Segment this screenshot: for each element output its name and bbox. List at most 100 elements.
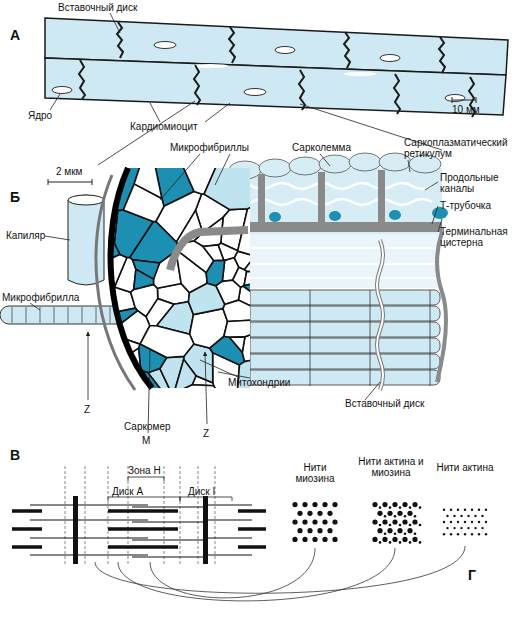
sarcomere-filament [12, 505, 266, 557]
mitochondria-network [134, 269, 154, 289]
filament-cross-section [379, 524, 382, 527]
filament-cross-section [414, 515, 417, 518]
mitochondria-network [223, 300, 255, 321]
sarcomere-filament [108, 527, 178, 531]
part-label: Кардиомиоцит [130, 121, 198, 132]
filament-cross-section [450, 533, 452, 535]
line-label: Z [203, 428, 209, 439]
filament-cross-section [446, 527, 448, 529]
leader-line [95, 546, 465, 601]
myofibril [310, 290, 311, 386]
filament-cross-section [474, 527, 476, 529]
mitochondria-network [188, 283, 224, 314]
sarcoplasmic-reticulum [240, 247, 440, 249]
panel-letter: Г [468, 568, 476, 583]
filament-cross-section [443, 533, 445, 535]
filament-cross-section [419, 541, 422, 544]
sarcomere-filament [12, 509, 42, 513]
sarcolemma [96, 168, 248, 390]
scale-bar [48, 179, 49, 185]
filament-cross-section [404, 532, 407, 535]
part-label: Микрофибрилла [2, 292, 79, 303]
mitochondria-network [173, 385, 219, 395]
sarcomere-filament [30, 537, 73, 538]
filament-cross-section [372, 537, 377, 542]
sarcomere-filament [78, 537, 148, 538]
filament-cross-section [474, 515, 476, 517]
cardiac-tissue [45, 58, 506, 115]
filament-cross-section [384, 532, 387, 535]
part-label: Микрофибриллы [170, 142, 249, 153]
sarcoplasmic-reticulum [240, 263, 440, 265]
leader-line [50, 13, 442, 165]
part-label: Вставочный диск [58, 2, 137, 13]
intercalated-disc [79, 60, 85, 99]
filament-cross-section [317, 511, 322, 516]
sarcoplasmic-reticulum [240, 234, 440, 288]
filament-cross-section [297, 528, 302, 533]
leader-line [98, 101, 195, 165]
sarcomere-filament [12, 545, 42, 549]
filament-cross-section [443, 521, 445, 523]
filament-cross-section [332, 537, 337, 542]
terminal-cistern [389, 210, 401, 220]
band-bracket [128, 477, 164, 481]
leader-line [30, 303, 40, 310]
filament-cross-section [392, 537, 397, 542]
filament-cross-section [407, 528, 412, 533]
filament-cross-section [464, 509, 466, 511]
filament-cross-section [389, 541, 392, 544]
sarcomere-filament [78, 519, 148, 520]
sarcoplasmic-reticulum [319, 155, 351, 173]
sarcomere-filament [132, 556, 203, 557]
mitochondria-network [90, 337, 109, 393]
filament-cross-section [394, 532, 397, 535]
panel-letter: В [10, 448, 20, 463]
filament-label: Нити актина [436, 462, 494, 473]
filament-cross-section [399, 506, 402, 509]
nucleus [275, 47, 295, 54]
mitochondria-network [204, 160, 255, 210]
filament-cross-section [322, 519, 327, 524]
sarcoplasmic-reticulum [289, 157, 321, 175]
mitochondria-network [134, 160, 162, 199]
sarcolemma [170, 230, 248, 270]
filament-cross-section [409, 524, 412, 527]
filament-cross-section [471, 533, 473, 535]
filament-cross-section [312, 519, 317, 524]
nucleus [52, 42, 465, 102]
part-label: Продольные каналы [440, 172, 518, 194]
sarcolemma [111, 168, 152, 388]
filament-cross-section [419, 524, 422, 527]
scale-label: 2 мкм [56, 166, 82, 177]
part-label: Саркомер [124, 421, 171, 432]
filament-cross-section [399, 524, 402, 527]
mitochondria-network [140, 326, 194, 358]
mitochondria-network [90, 163, 104, 179]
sarcomere-filament [208, 519, 252, 520]
filament-cross-section [382, 502, 387, 507]
scale-bar [476, 97, 477, 103]
filament-cross-section [292, 537, 297, 542]
intercalated-disc [79, 22, 475, 117]
mitochondria-network [95, 160, 120, 175]
sarcoplasmic-reticulum [240, 248, 440, 278]
sarcomere-filament [12, 527, 42, 531]
filament-cross-section [382, 537, 387, 542]
nucleus [244, 89, 266, 96]
filament-cross-section [327, 528, 332, 533]
filament-cross-section [297, 511, 302, 516]
filament-cross-section [467, 515, 469, 517]
part-label: Ядро [28, 110, 52, 121]
sarcomere-filament [208, 554, 252, 555]
mitochondria-network [146, 299, 174, 326]
part-label: Капиляр [6, 230, 45, 241]
leader-line [432, 206, 438, 224]
filament-cross-section [322, 502, 327, 507]
intercalated-disc [344, 32, 350, 68]
terminal-cistern [269, 207, 448, 222]
filament-cross-section [446, 515, 448, 517]
filament-cross-section [392, 502, 397, 507]
filament-cross-section [471, 521, 473, 523]
filament-cross-section [387, 511, 392, 516]
